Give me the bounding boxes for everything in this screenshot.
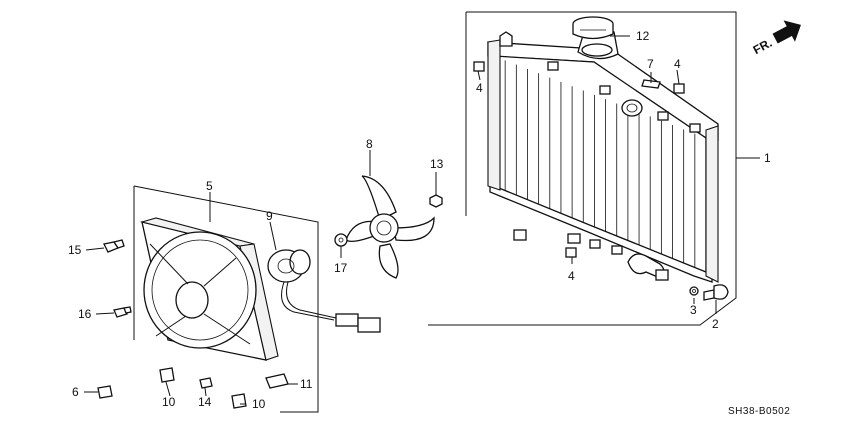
callout-11: 11 xyxy=(300,377,313,391)
leader-lines xyxy=(84,35,760,405)
drawing-code: SH38-B0502 xyxy=(728,406,790,417)
radiator[interactable] xyxy=(487,28,719,283)
callout-4-left: 4 xyxy=(476,81,483,95)
callout-13: 13 xyxy=(430,157,444,171)
callout-15: 15 xyxy=(68,243,82,257)
callout-4-bottom: 4 xyxy=(568,269,575,283)
callout-6: 6 xyxy=(72,385,79,399)
callout-10-right: 10 xyxy=(252,397,266,411)
radiator-group-outline xyxy=(428,11,737,326)
clip-10-right[interactable] xyxy=(231,393,247,409)
upper-cushion-left[interactable] xyxy=(473,61,485,72)
direction-label: FR. xyxy=(751,36,775,57)
callout-2: 2 xyxy=(712,317,719,331)
caution-label[interactable] xyxy=(641,79,661,89)
callout-3: 3 xyxy=(690,303,697,317)
callout-8: 8 xyxy=(366,137,373,151)
cooling-fan[interactable] xyxy=(345,175,435,279)
fan-motor[interactable] xyxy=(267,249,381,333)
clip-6[interactable] xyxy=(97,385,113,399)
callout-10-left: 10 xyxy=(162,395,176,409)
mounting-bolt-16[interactable] xyxy=(113,306,132,318)
radiator-cap[interactable] xyxy=(572,16,614,40)
clip-10-left[interactable] xyxy=(159,367,175,383)
callout-4-right: 4 xyxy=(674,57,681,71)
callout-14: 14 xyxy=(198,395,212,409)
front-arrow-icon xyxy=(772,20,801,44)
fan-shroud[interactable] xyxy=(139,217,279,361)
callout-5: 5 xyxy=(206,179,213,193)
flange-nut[interactable] xyxy=(429,194,443,208)
front-direction-marker: FR. xyxy=(751,20,801,57)
callout-1: 1 xyxy=(764,151,771,165)
mounting-bolt-15[interactable] xyxy=(103,239,125,253)
drain-plug[interactable] xyxy=(703,284,729,301)
callout-12: 12 xyxy=(636,29,650,43)
clip-14[interactable] xyxy=(199,377,213,389)
callout-7: 7 xyxy=(647,57,654,71)
callouts: 1 2 3 4 4 4 5 6 7 8 9 10 10 11 12 13 14 … xyxy=(68,29,771,411)
wire-clamp-11[interactable] xyxy=(265,373,289,389)
callout-9: 9 xyxy=(266,209,273,223)
washer[interactable] xyxy=(334,233,348,247)
o-ring[interactable] xyxy=(689,286,699,296)
lower-cushion[interactable] xyxy=(565,247,577,258)
upper-cushion-right[interactable] xyxy=(673,83,685,94)
callout-16: 16 xyxy=(78,307,92,321)
callout-17: 17 xyxy=(334,261,348,275)
